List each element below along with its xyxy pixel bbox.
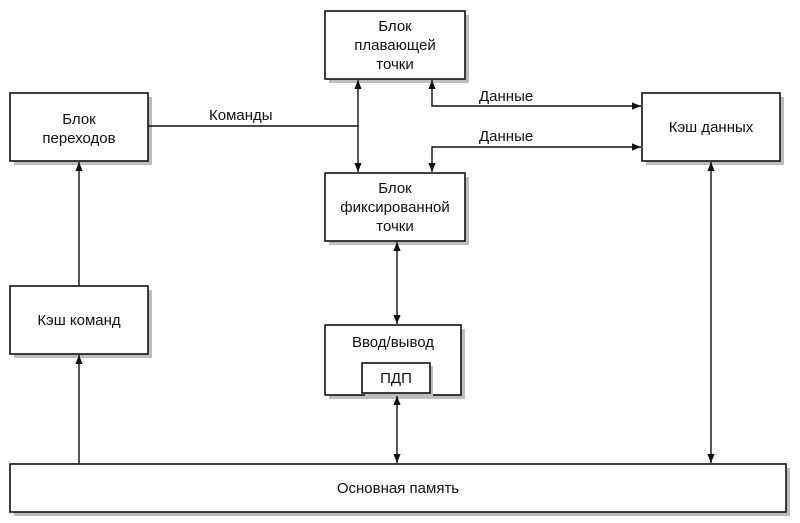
dma-label: ПДП xyxy=(380,370,412,387)
branch-unit-block: Блок переходов xyxy=(9,92,152,165)
ipu-label-line3: точки xyxy=(376,218,413,235)
fpu-label-line3: точки xyxy=(376,56,413,73)
ipu-data-connection: Данные xyxy=(428,128,641,172)
commands-connection: Команды xyxy=(148,80,362,172)
branch-label-line2: переходов xyxy=(42,130,115,147)
main-memory-block: Основная память xyxy=(9,463,790,516)
io-label: Ввод/вывод xyxy=(352,334,434,351)
ipu-label-line1: Блок xyxy=(378,180,412,197)
fpu-label-line2: плавающей xyxy=(354,37,436,54)
fpu-label-line1: Блок xyxy=(378,18,412,35)
main-memory-label: Основная память xyxy=(337,480,459,497)
data-cache-label: Кэш данных xyxy=(669,119,754,136)
ipu-data-label: Данные xyxy=(479,128,533,145)
instruction-cache-block: Кэш команд xyxy=(9,285,152,358)
fpu-block: Блок плавающей точки xyxy=(324,10,469,83)
ipu-block: Блок фиксированной точки xyxy=(324,172,469,245)
ipu-label-line2: фиксированной xyxy=(340,199,449,216)
fpu-data-connection: Данные xyxy=(428,80,641,110)
data-cache-block: Кэш данных xyxy=(641,92,784,165)
commands-label: Команды xyxy=(209,107,273,124)
instruction-cache-label: Кэш команд xyxy=(37,312,121,329)
dma-block: ПДП xyxy=(361,362,433,396)
fpu-data-label: Данные xyxy=(479,88,533,105)
io-block: Ввод/вывод ПДП xyxy=(324,324,465,399)
branch-label-line1: Блок xyxy=(62,111,96,128)
